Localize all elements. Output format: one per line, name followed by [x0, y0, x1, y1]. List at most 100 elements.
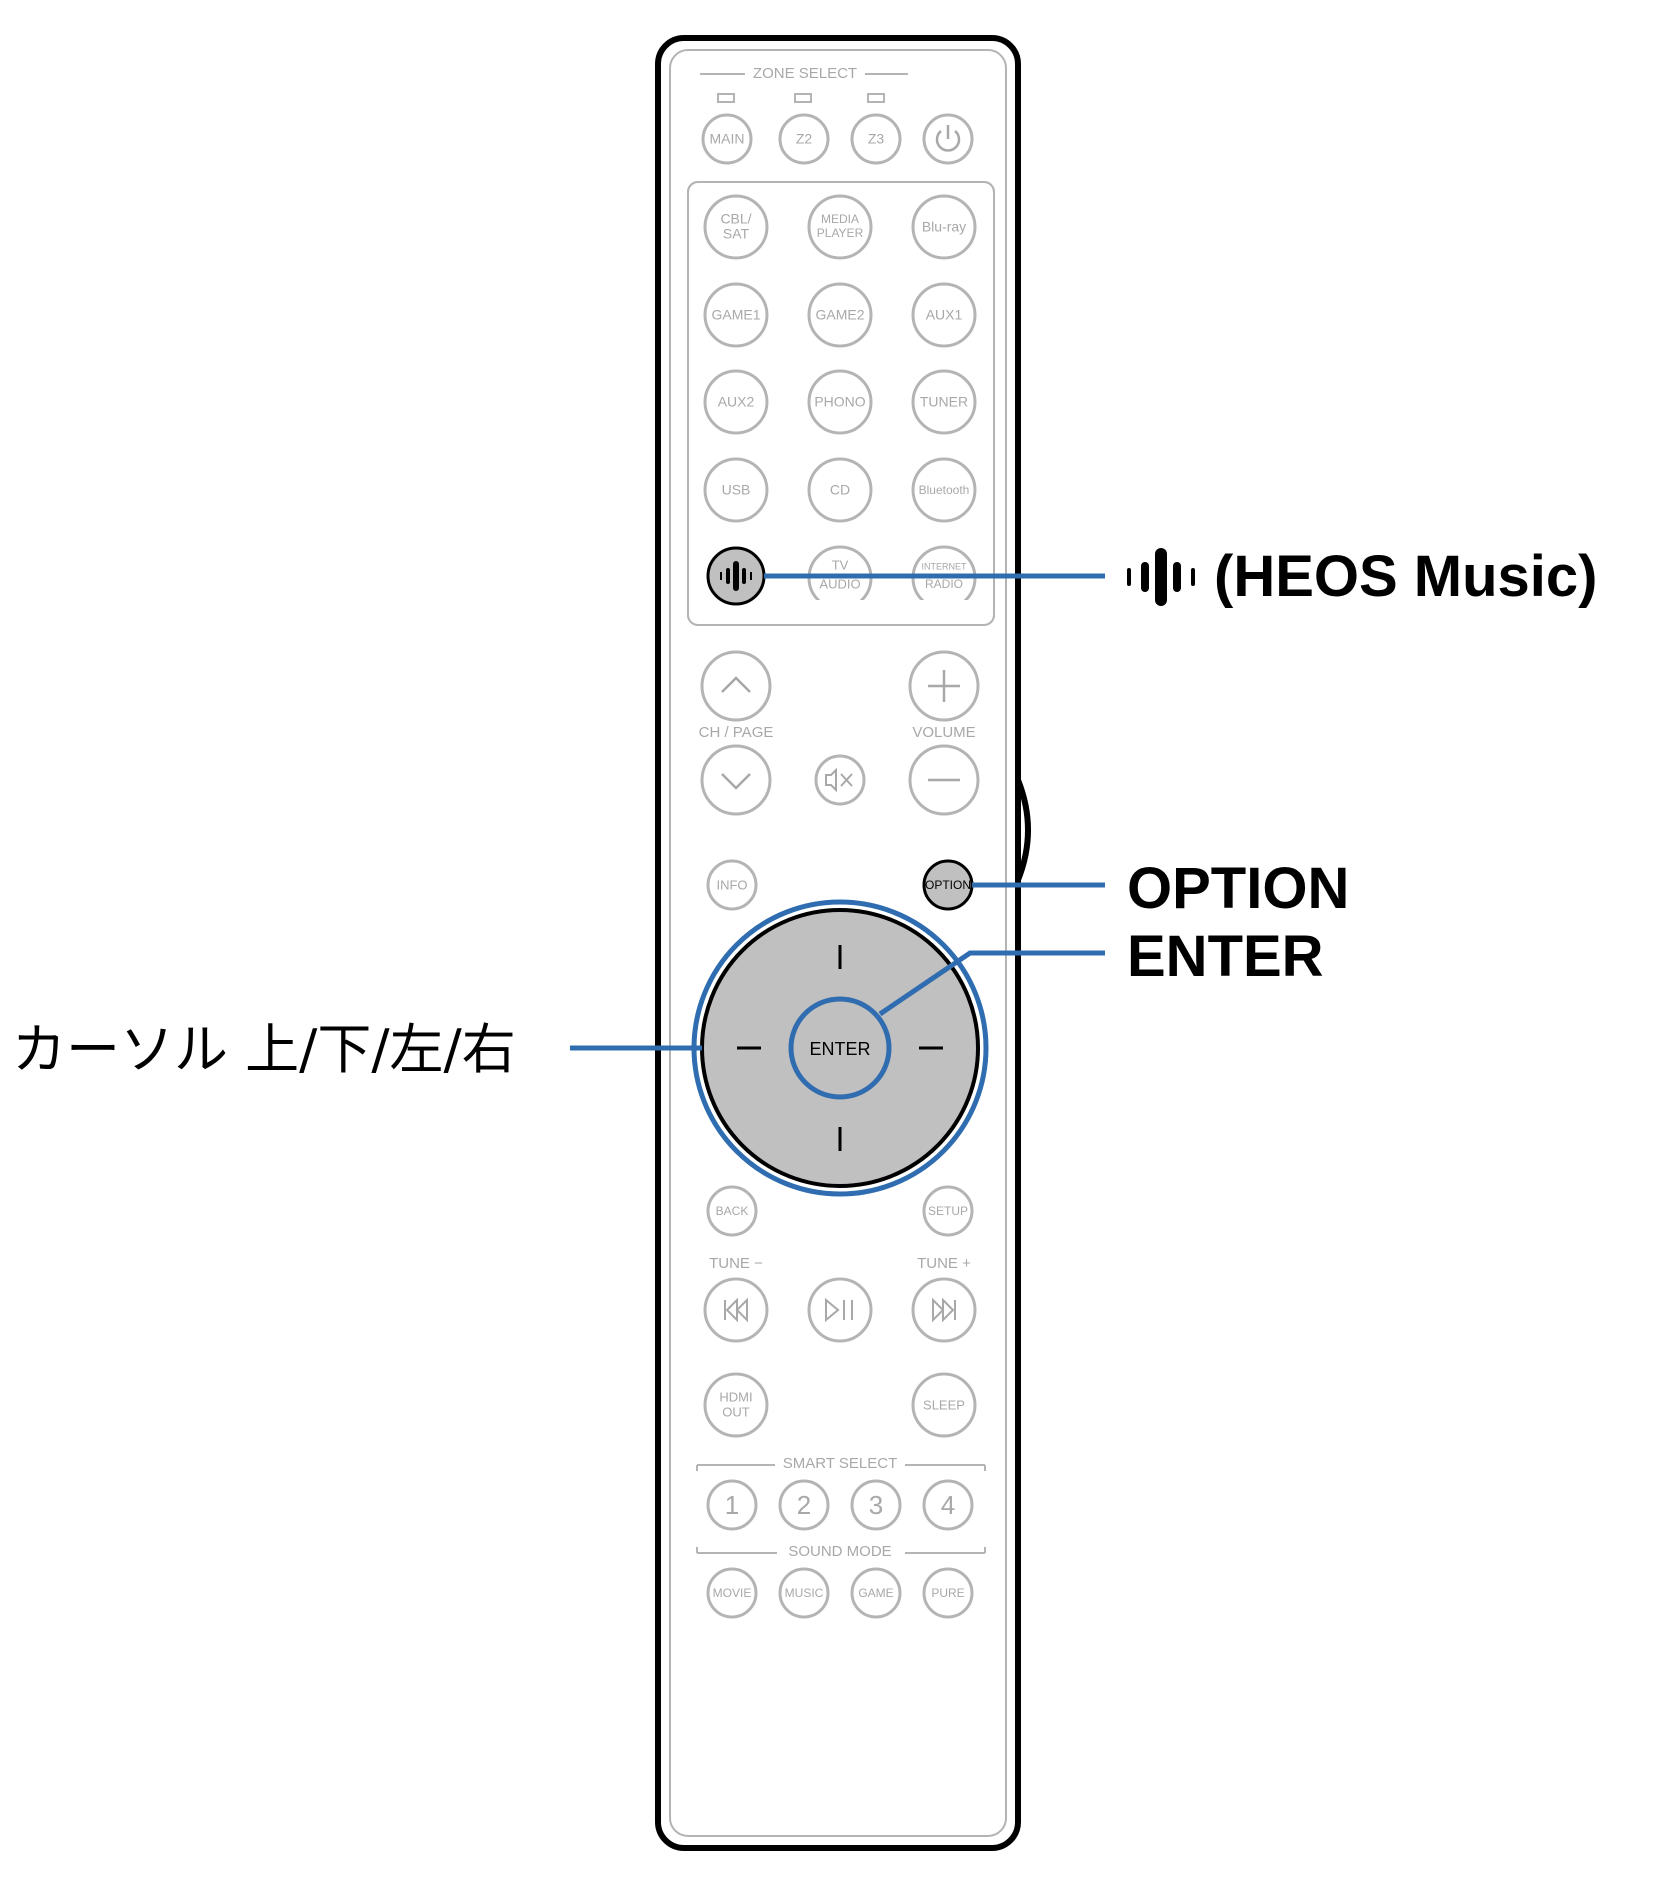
- remote-side-bump: [1015, 778, 1031, 882]
- media-player-button[interactable]: MEDIA PLAYER: [807, 194, 873, 260]
- game2-button[interactable]: GAME2: [807, 282, 873, 348]
- z3-button[interactable]: Z3: [850, 113, 902, 165]
- cbl-label: CBL/: [720, 211, 751, 227]
- pure-button[interactable]: PURE: [922, 1567, 974, 1619]
- setup-button[interactable]: SETUP: [922, 1185, 974, 1237]
- back-label: BACK: [716, 1204, 749, 1218]
- game1-label: GAME1: [711, 307, 760, 323]
- zone-led-main: [717, 93, 735, 103]
- bluetooth-button[interactable]: Bluetooth: [911, 457, 977, 523]
- cbl-sat-button[interactable]: CBL/ SAT: [703, 194, 769, 260]
- tune-minus-label: TUNE −: [709, 1255, 763, 1272]
- game-button[interactable]: GAME: [850, 1567, 902, 1619]
- aux2-label: AUX2: [718, 394, 755, 410]
- source-block-border-top: [687, 181, 995, 626]
- sound-mode-label: SOUND MODE: [788, 1543, 891, 1560]
- volume-down-button[interactable]: [908, 744, 980, 816]
- skip-back-button[interactable]: [703, 1277, 769, 1343]
- sleep-button[interactable]: SLEEP: [911, 1372, 977, 1438]
- phono-button[interactable]: PHONO: [807, 369, 873, 435]
- tv-label: TV: [832, 557, 849, 572]
- heos-callout-icon: [1127, 548, 1195, 606]
- chevron-down-icon: [721, 773, 751, 790]
- play-pause-button[interactable]: [807, 1277, 873, 1343]
- setup-label: SETUP: [928, 1204, 968, 1218]
- remote-body-inner: [669, 49, 1007, 1837]
- internet-label: INTERNET: [922, 561, 968, 571]
- usb-button[interactable]: USB: [703, 457, 769, 523]
- blu-ray-button[interactable]: Blu-ray: [911, 194, 977, 260]
- zone-led-z2: [794, 93, 812, 103]
- aux1-button[interactable]: AUX1: [911, 282, 977, 348]
- enter-callout-label: ENTER: [1127, 924, 1324, 989]
- enter-button[interactable]: ENTER: [788, 996, 892, 1100]
- heos-music-button[interactable]: [706, 546, 766, 606]
- hdmi-out-button[interactable]: HDMI OUT: [703, 1372, 769, 1438]
- smart-4-label: 4: [941, 1490, 955, 1520]
- zone-select-section: ZONE SELECT MAIN Z2 Z3: [700, 65, 974, 165]
- bluetooth-label: Bluetooth: [919, 483, 970, 497]
- sound-mode-section: SOUND MODE MOVIE MUSIC GAME PURE: [696, 1543, 986, 1619]
- blu-ray-label: Blu-ray: [922, 219, 966, 235]
- option-callout-label: OPTION: [1127, 856, 1349, 921]
- smart-select-2-button[interactable]: 2: [778, 1479, 830, 1531]
- out-label: OUT: [722, 1404, 750, 1419]
- smart-select-label: SMART SELECT: [783, 1455, 897, 1472]
- info-button[interactable]: INFO: [706, 859, 758, 911]
- z2-button[interactable]: Z2: [778, 113, 830, 165]
- game-label: GAME: [858, 1586, 893, 1600]
- source-row-3: AUX2 PHONO TUNER: [703, 369, 977, 435]
- option-label: OPTION: [925, 878, 971, 892]
- movie-button[interactable]: MOVIE: [706, 1567, 758, 1619]
- z2-label: Z2: [796, 131, 813, 147]
- music-button[interactable]: MUSIC: [778, 1567, 830, 1619]
- option-button[interactable]: OPTION: [922, 859, 974, 911]
- heos-callout: (HEOS Music): [1127, 544, 1598, 609]
- player-label: PLAYER: [817, 226, 864, 240]
- play-pause-icon: [825, 1297, 853, 1323]
- mute-icon: [825, 767, 853, 793]
- music-label: MUSIC: [785, 1586, 824, 1600]
- media-label: MEDIA: [821, 212, 859, 226]
- heos-icon: [720, 561, 752, 591]
- power-button[interactable]: [922, 113, 974, 165]
- pure-label: PURE: [931, 1586, 964, 1600]
- cursor-callout-label: カーソル 上/下/左/右: [12, 1018, 516, 1081]
- radio-label: RADIO: [925, 577, 963, 591]
- source-row-1: CBL/ SAT MEDIA PLAYER Blu-ray: [703, 194, 977, 260]
- zone-select-label: ZONE SELECT: [753, 65, 857, 82]
- volume-up-button[interactable]: [908, 650, 980, 722]
- smart-select-4-button[interactable]: 4: [922, 1479, 974, 1531]
- enter-callout-line: [878, 950, 1105, 1017]
- game1-button[interactable]: GAME1: [703, 282, 769, 348]
- mute-button[interactable]: [814, 754, 866, 806]
- tune-plus-label: TUNE +: [917, 1255, 971, 1272]
- source-row-4: USB CD Bluetooth: [703, 457, 977, 523]
- plus-icon: [928, 670, 960, 702]
- skip-forward-button[interactable]: [911, 1277, 977, 1343]
- aux2-button[interactable]: AUX2: [703, 369, 769, 435]
- game2-label: GAME2: [815, 307, 864, 323]
- sleep-label: SLEEP: [923, 1397, 965, 1412]
- ch-page-up-button[interactable]: [700, 650, 772, 722]
- smart-1-label: 1: [725, 1490, 739, 1520]
- ch-page-down-button[interactable]: [700, 744, 772, 816]
- cd-button[interactable]: CD: [807, 457, 873, 523]
- smart-3-label: 3: [869, 1490, 883, 1520]
- tuner-label: TUNER: [920, 394, 968, 410]
- skip-forward-icon: [932, 1297, 956, 1323]
- aux1-label: AUX1: [926, 307, 963, 323]
- cd-label: CD: [830, 482, 850, 498]
- hdmi-label: HDMI: [719, 1389, 752, 1404]
- smart-select-1-button[interactable]: 1: [706, 1479, 758, 1531]
- tuner-button[interactable]: TUNER: [911, 369, 977, 435]
- chevron-up-icon: [721, 676, 751, 693]
- zone-led-z3: [867, 93, 885, 103]
- ch-volume-section: CH / PAGE VOLUME: [699, 650, 980, 816]
- main-zone-button[interactable]: MAIN: [701, 113, 753, 165]
- smart-select-3-button[interactable]: 3: [850, 1479, 902, 1531]
- back-button[interactable]: BACK: [706, 1185, 758, 1237]
- audio-label: AUDIO: [819, 576, 860, 591]
- phono-label: PHONO: [814, 394, 865, 410]
